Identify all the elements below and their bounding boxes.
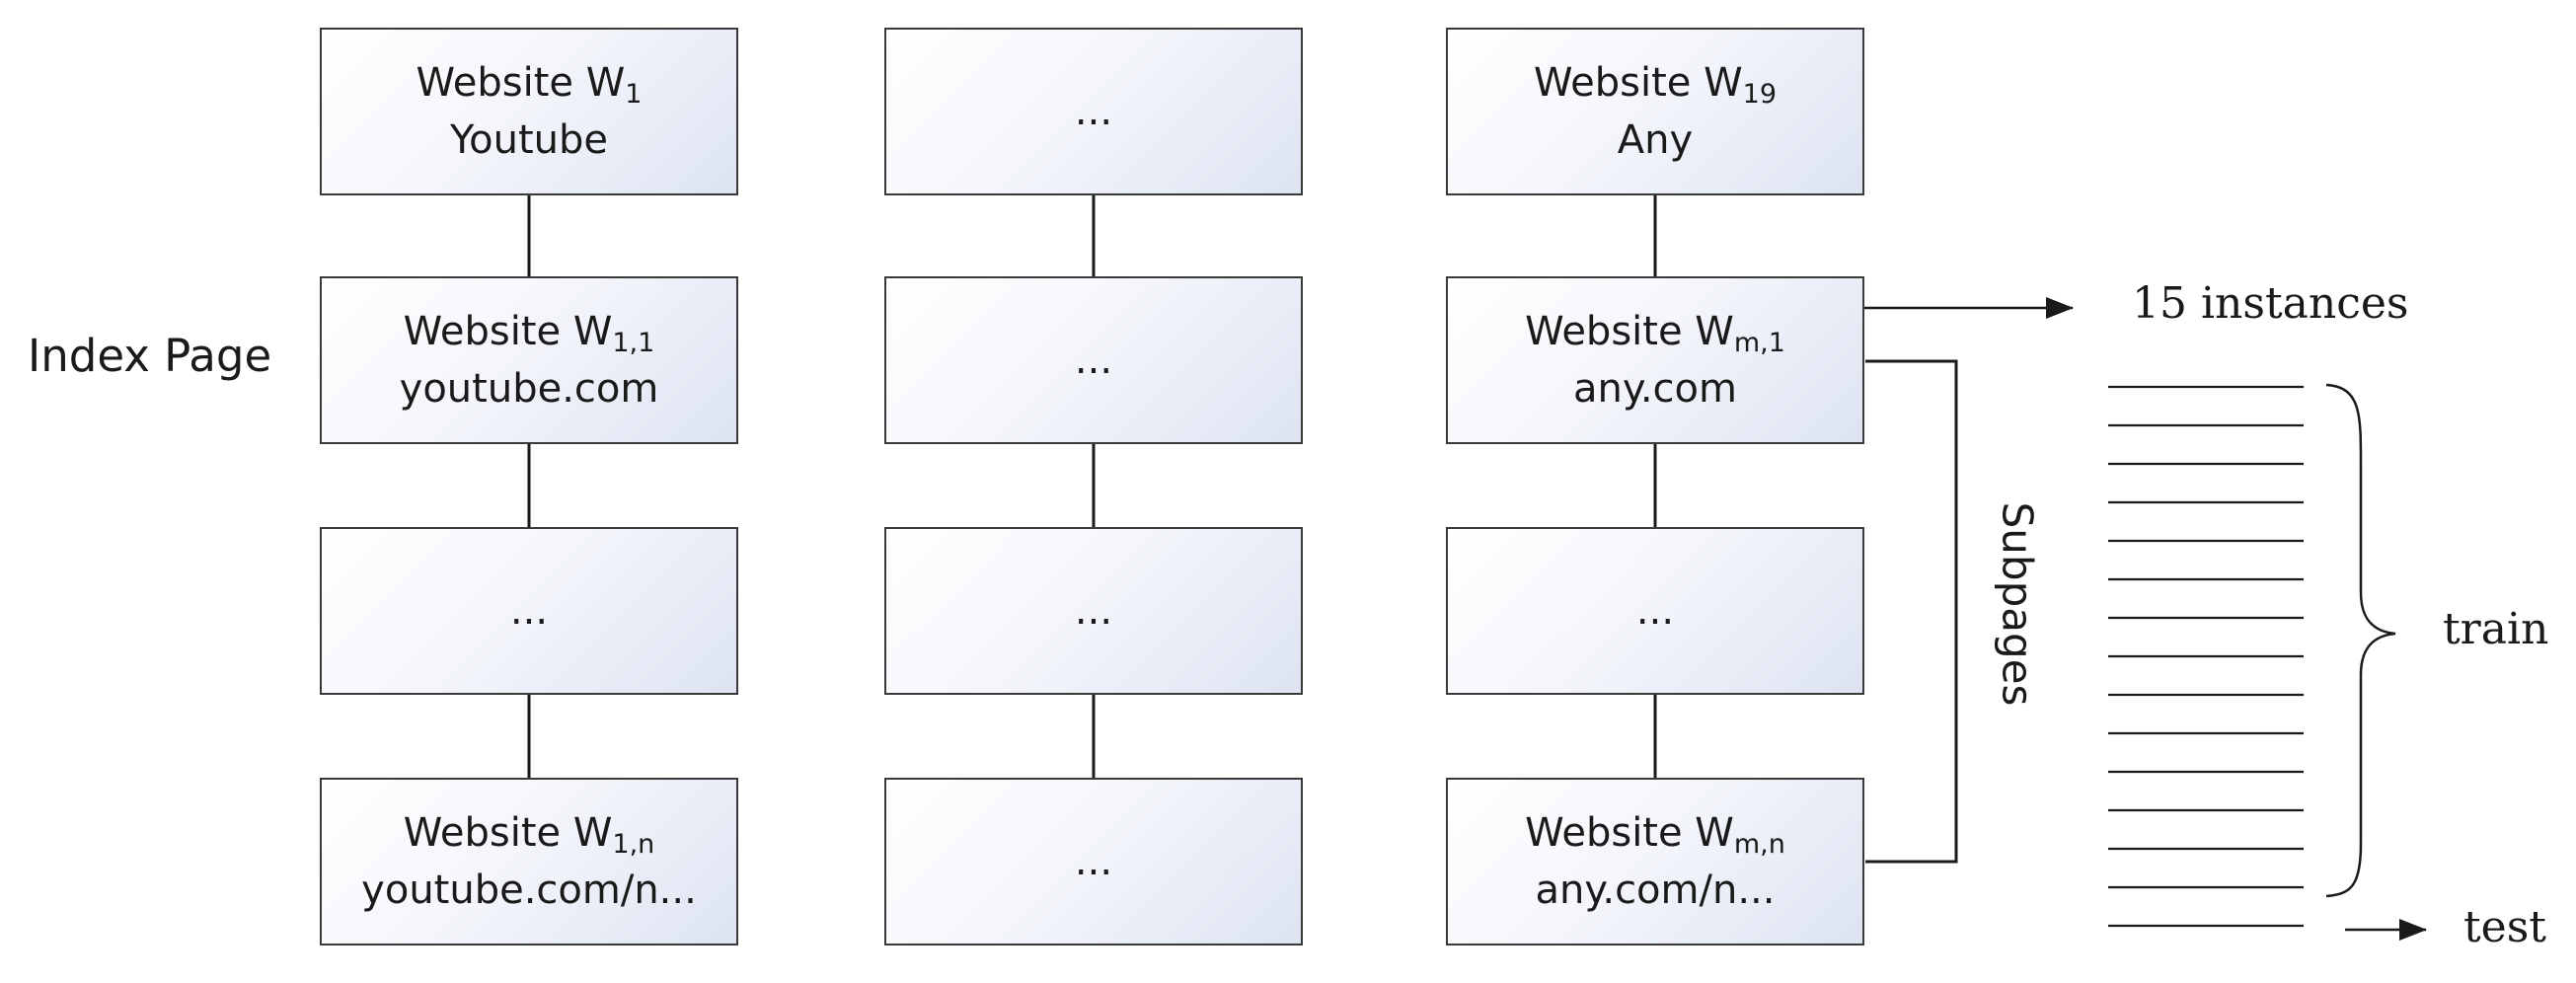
box-subtitle: Youtube <box>450 117 608 163</box>
train-brace <box>2325 383 2396 898</box>
box-title: ... <box>1074 338 1113 383</box>
box-subtitle: any.com <box>1573 366 1737 412</box>
box-title: Website W1 <box>416 60 643 110</box>
box-title: Website Wm,n <box>1525 810 1785 860</box>
website-box-col1-row2: Website W1,1 youtube.com <box>320 276 738 444</box>
box-title: Website W1,n <box>403 810 655 860</box>
box-title: ... <box>1074 89 1113 134</box>
website-box-col2-row3: ... <box>884 527 1303 695</box>
box-title: Website W1,1 <box>403 309 655 358</box>
website-box-col3-row2: Website Wm,1 any.com <box>1446 276 1864 444</box>
website-box-col3-row1: Website W19 Any <box>1446 28 1864 195</box>
box-title: ... <box>509 588 549 634</box>
box-title: ... <box>1074 839 1113 884</box>
website-box-col3-row4: Website Wm,n any.com/n... <box>1446 778 1864 945</box>
subpages-bracket <box>1865 359 1958 864</box>
website-box-col2-row2: ... <box>884 276 1303 444</box>
website-box-col1-row4: Website W1,n youtube.com/n... <box>320 778 738 945</box>
box-title: ... <box>1635 588 1675 634</box>
index-page-label: Index Page <box>28 330 272 382</box>
instances-label: 15 instances <box>2132 278 2409 329</box>
box-subtitle: youtube.com <box>399 366 659 412</box>
box-title: ... <box>1074 588 1113 634</box>
box-subtitle: youtube.com/n... <box>361 868 697 913</box>
box-subtitle: any.com/n... <box>1535 868 1776 913</box>
instance-lines <box>2108 385 2304 928</box>
box-title: Website W19 <box>1533 60 1778 110</box>
train-label: train <box>2443 604 2549 654</box>
website-box-col2-row1: ... <box>884 28 1303 195</box>
test-label: test <box>2463 902 2546 952</box>
box-subtitle: Any <box>1617 117 1694 163</box>
website-box-col1-row1: Website W1 Youtube <box>320 28 738 195</box>
website-box-col3-row3: ... <box>1446 527 1864 695</box>
website-box-col1-row3: ... <box>320 527 738 695</box>
website-box-col2-row4: ... <box>884 778 1303 945</box>
subpages-label: Subpages <box>1993 501 2042 707</box>
box-title: Website Wm,1 <box>1525 309 1785 358</box>
